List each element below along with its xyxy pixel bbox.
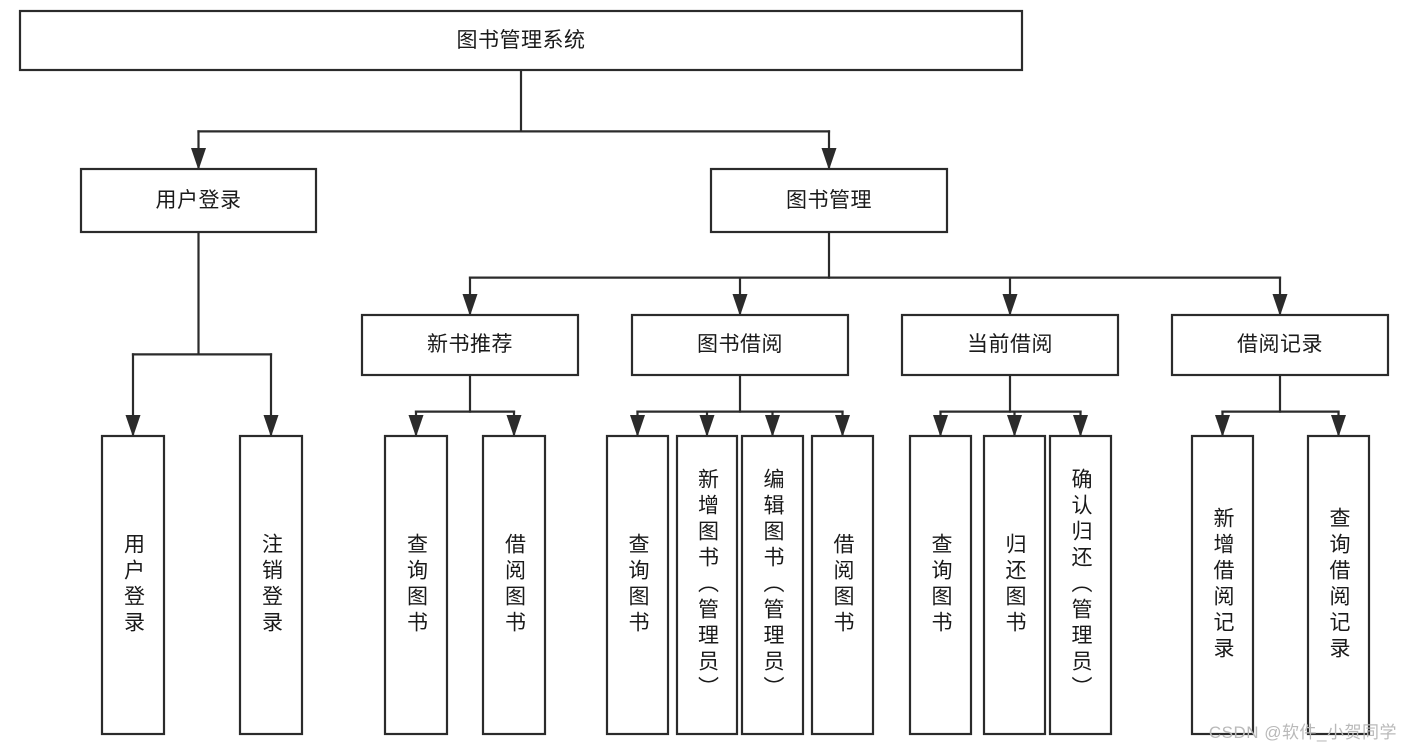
arrow-head-icon (506, 415, 522, 437)
arrow-head-icon (821, 148, 837, 170)
node-box-root[interactable] (18, 9, 1024, 72)
arrow-head-icon (1002, 294, 1018, 316)
node-box-leaf_borrow_book_1[interactable] (481, 434, 547, 736)
watermark-text: CSDN @软件_小贺同学 (1208, 723, 1397, 742)
arrow-head-icon (125, 415, 141, 437)
boxes-layer (18, 9, 1390, 736)
node-box-new_book_rec[interactable] (360, 313, 580, 377)
arrow-head-icon (732, 294, 748, 316)
node-box-leaf_query_record[interactable] (1306, 434, 1371, 736)
node-box-borrow_record[interactable] (1170, 313, 1390, 377)
arrow-head-icon (1272, 294, 1288, 316)
arrow-head-icon (462, 294, 478, 316)
arrow-head-icon (699, 415, 715, 437)
node-box-leaf_add_record[interactable] (1190, 434, 1255, 736)
node-box-user_login[interactable] (79, 167, 318, 234)
connectors-layer (125, 68, 1346, 438)
node-box-leaf_borrow_book_2[interactable] (810, 434, 875, 736)
node-box-leaf_add_book[interactable] (675, 434, 739, 736)
arrow-head-icon (263, 415, 279, 437)
node-box-leaf_confirm_return[interactable] (1048, 434, 1113, 736)
node-box-leaf_return_book[interactable] (982, 434, 1047, 736)
arrow-head-icon (1007, 415, 1022, 437)
arrow-head-icon (1215, 415, 1230, 437)
arrow-head-icon (1073, 415, 1088, 437)
node-box-leaf_query_book_2[interactable] (605, 434, 670, 736)
arrow-head-icon (191, 148, 206, 170)
arrow-head-icon (1331, 415, 1346, 437)
arrow-head-icon (933, 415, 948, 437)
arrow-head-icon (408, 415, 424, 437)
node-box-book_mgmt[interactable] (709, 167, 949, 234)
node-box-leaf_user_login[interactable] (100, 434, 166, 736)
node-box-leaf_edit_book[interactable] (740, 434, 805, 736)
node-box-leaf_query_book_3[interactable] (908, 434, 973, 736)
node-box-leaf_query_book_1[interactable] (383, 434, 449, 736)
node-box-leaf_user_logout[interactable] (238, 434, 304, 736)
node-box-current_borrow[interactable] (900, 313, 1120, 377)
node-box-book_borrow[interactable] (630, 313, 850, 377)
arrow-head-icon (765, 415, 780, 437)
arrow-head-icon (630, 415, 645, 437)
arrow-head-icon (835, 415, 850, 437)
